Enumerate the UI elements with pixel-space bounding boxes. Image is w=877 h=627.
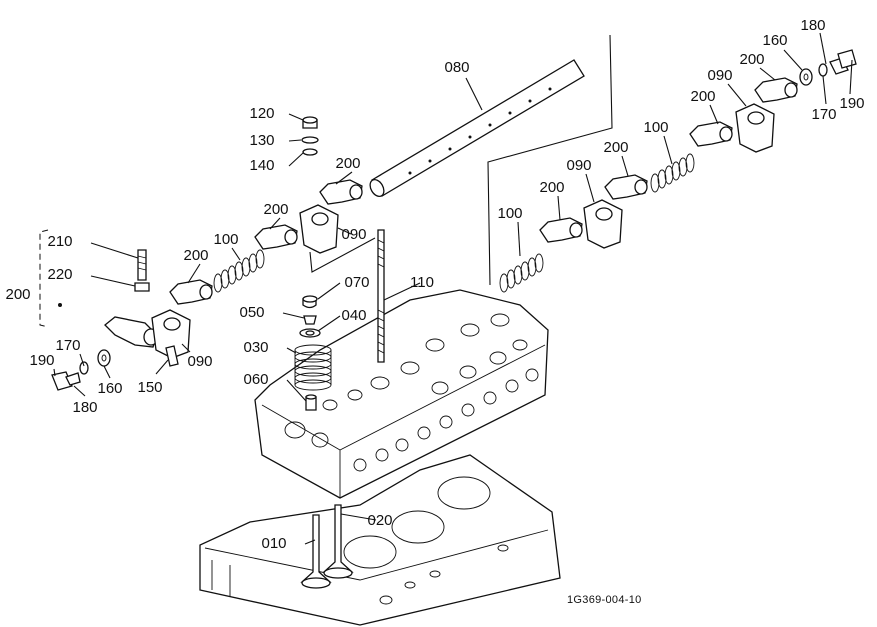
valve-spring-stack <box>294 295 332 411</box>
part-label-170: 170 <box>811 106 836 123</box>
part-label-210: 210 <box>47 233 72 250</box>
cylinder-head <box>254 289 549 499</box>
part-label-040: 040 <box>341 307 366 324</box>
part-label-100: 100 <box>213 231 238 248</box>
part-label-120: 120 <box>249 105 274 122</box>
part-label-200: 200 <box>335 155 360 172</box>
part-label-050: 050 <box>239 304 264 321</box>
part-label-180: 180 <box>72 399 97 416</box>
part-label-090: 090 <box>566 157 591 174</box>
part-label-200: 200 <box>263 201 288 218</box>
part-label-160: 160 <box>762 32 787 49</box>
valves <box>300 504 354 589</box>
part-label-150: 150 <box>137 379 162 396</box>
rocker-shaft <box>369 59 585 198</box>
stud-bolt <box>377 229 385 363</box>
part-label-190: 190 <box>29 352 54 369</box>
part-label-090: 090 <box>341 226 366 243</box>
assembly-outline-lower <box>309 237 376 273</box>
assembly-outline-upper <box>487 34 613 286</box>
part-label-220: 220 <box>47 266 72 283</box>
cylinder-block <box>199 454 561 626</box>
part-label-090: 090 <box>707 67 732 84</box>
part-label-130: 130 <box>249 132 274 149</box>
part-label-160: 160 <box>97 380 122 397</box>
drawing-reference-code: 1G369-004-10 <box>567 594 642 606</box>
rocker-arm-group <box>104 77 798 348</box>
rocker-bracket-group <box>151 103 775 359</box>
part-label-200: 200 <box>5 286 30 303</box>
part-label-030: 030 <box>243 339 268 356</box>
part-label-190: 190 <box>839 95 864 112</box>
part-label-100: 100 <box>643 119 668 136</box>
part-label-200: 200 <box>539 179 564 196</box>
part-label-010: 010 <box>261 535 286 552</box>
part-label-070: 070 <box>344 274 369 291</box>
leader-lines <box>53 32 853 545</box>
part-label-200: 200 <box>183 247 208 264</box>
right-end-fasteners <box>799 49 857 86</box>
part-label-140: 140 <box>249 157 274 174</box>
part-label-170: 170 <box>55 337 80 354</box>
part-label-180: 180 <box>800 17 825 34</box>
shaft-springs <box>213 153 695 293</box>
part-label-090: 090 <box>187 353 212 370</box>
part-label-200: 200 <box>603 139 628 156</box>
group-bracket <box>39 229 49 328</box>
nut-washer-stack <box>301 116 319 156</box>
part-label-080: 080 <box>444 59 469 76</box>
left-end-fasteners <box>51 249 179 391</box>
part-label-200: 200 <box>690 88 715 105</box>
part-label-200: 200 <box>739 51 764 68</box>
part-label-110: 110 <box>410 274 434 291</box>
part-label-020: 020 <box>367 512 392 529</box>
part-label-100: 100 <box>497 205 522 222</box>
group-dot <box>58 303 62 307</box>
part-label-060: 060 <box>243 371 268 388</box>
